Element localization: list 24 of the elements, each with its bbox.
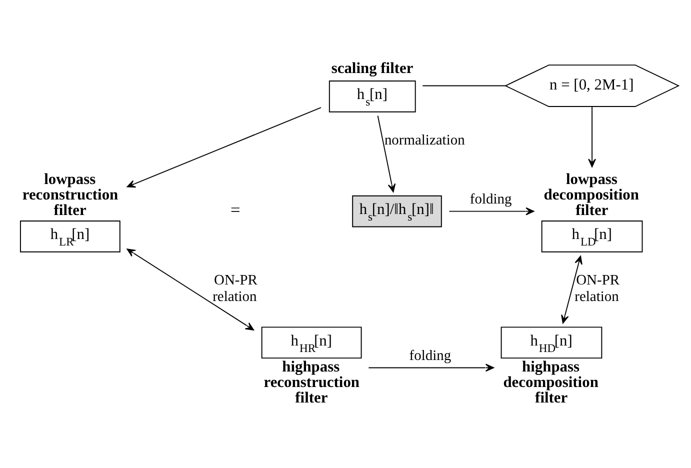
node-box: h$_{HD}$[n] [500, 326, 602, 359]
arrow [368, 364, 494, 372]
edge-label: folding [470, 192, 512, 208]
node-box: h$_{s}$[n] [328, 80, 416, 112]
node-box: h$_{HR}$[n] [261, 326, 362, 359]
arrow [588, 106, 596, 168]
connector [422, 85, 506, 86]
node-box: h$_{LD}$[n] [541, 220, 643, 252]
label: = [230, 200, 240, 220]
edge-label: normalization [384, 132, 465, 149]
edge-label: ON-PR relation [574, 272, 620, 306]
node-label: highpass decomposition filter [503, 358, 598, 406]
node-label: highpass reconstruction filter [264, 358, 360, 406]
arrow [448, 207, 534, 216]
node-label: lowpass decomposition filter [544, 171, 639, 219]
arrow [126, 248, 254, 330]
node-box: h$_{LR}$[n] [20, 220, 120, 252]
node-label: lowpass reconstruction filter [22, 171, 118, 219]
node-label: scaling filter [331, 60, 414, 78]
edge-label: folding [409, 348, 452, 364]
arrow [126, 107, 322, 188]
arrow [561, 256, 582, 324]
arrow [377, 115, 396, 192]
edge-label: ON-PR relation [212, 272, 258, 306]
